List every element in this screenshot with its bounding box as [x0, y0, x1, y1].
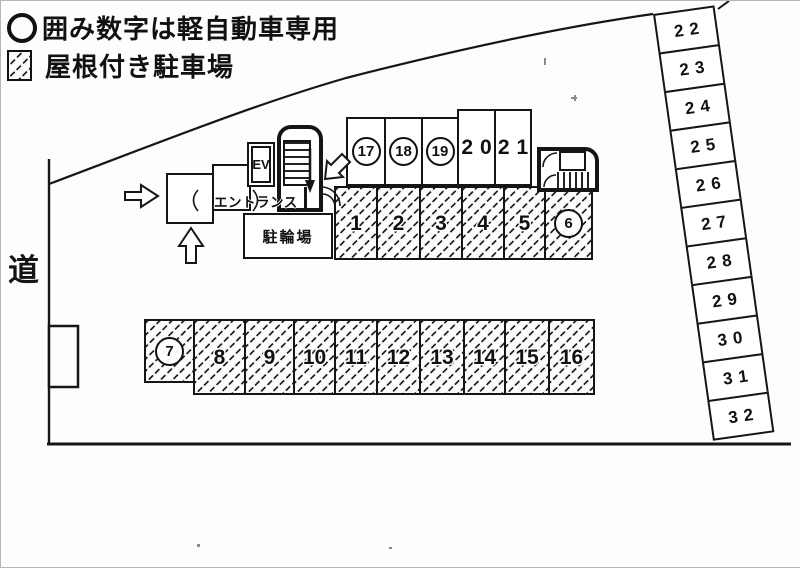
scan-speck — [574, 95, 576, 101]
space-number: 32 — [727, 404, 761, 428]
space-number: 3 — [435, 211, 447, 235]
space-number: 27 — [700, 211, 734, 235]
space-number: 22 — [672, 18, 707, 42]
parking-space-12: 12 — [376, 319, 421, 395]
space-number: 13 — [430, 345, 454, 369]
space-number: 30 — [716, 326, 750, 351]
elevator-label: EV — [251, 146, 271, 183]
parking-space-16: 16 — [548, 319, 595, 395]
parking-space-15: 15 — [504, 319, 550, 395]
legend-circled-text: 囲み数字は軽自動車専用 — [42, 14, 340, 44]
west-annex-box — [47, 324, 80, 389]
staircase-steps — [283, 140, 311, 186]
space-number: 25 — [689, 133, 723, 157]
parking-space-3: 3 — [419, 186, 463, 260]
space-number: 7 — [155, 336, 184, 366]
building-block — [166, 173, 214, 224]
parking-space-7: 7 — [144, 319, 195, 383]
space-number: 12 — [386, 345, 411, 369]
parking-space-13: 13 — [419, 319, 465, 395]
space-number: 19 — [425, 137, 455, 166]
space-number: 24 — [683, 95, 718, 119]
entry-arrow-up-icon — [177, 226, 205, 264]
space-number: 29 — [710, 288, 745, 312]
space-number: 14 — [472, 345, 497, 369]
scan-speck — [197, 544, 200, 547]
space-number: 11 — [344, 345, 368, 369]
parking-space-21: 21 — [494, 109, 532, 186]
entrance-label: エントランス — [214, 195, 298, 210]
space-number: 17 — [351, 137, 381, 166]
space-number: 28 — [705, 249, 739, 273]
scan-speck — [389, 547, 392, 549]
east-staircase-steps — [557, 172, 593, 189]
legend-covered-text: 屋根付き駐車場 — [45, 52, 235, 82]
parking-row-lower: 8 9 10 11 12 13 14 15 16 — [193, 319, 595, 395]
parking-space-20: 20 — [457, 109, 496, 186]
parking-space-1: 1 — [334, 186, 378, 260]
legend-covered-parking: 屋根付き駐車場 — [7, 47, 234, 84]
parking-space-2: 2 — [376, 186, 421, 260]
space-number: 10 — [302, 345, 327, 369]
space-number: 5 — [518, 211, 531, 235]
bicycle-parking-label: 駐輪場 — [262, 228, 314, 246]
parking-space-6: 6 — [544, 186, 593, 260]
space-number: 23 — [678, 56, 712, 80]
space-number: 26 — [694, 172, 728, 196]
parking-space-11: 11 — [334, 319, 378, 395]
space-number: 21 — [497, 136, 536, 159]
parking-space-8: 8 — [193, 319, 246, 395]
stair-landing-wall — [304, 187, 307, 208]
bicycle-parking: 駐輪場 — [243, 213, 333, 259]
space-number: 16 — [559, 345, 584, 369]
space-number: 8 — [213, 345, 226, 369]
space-number: 1 — [350, 211, 362, 235]
space-number: 9 — [263, 345, 276, 369]
scan-speck — [544, 58, 546, 65]
parking-space-4: 4 — [461, 186, 505, 260]
space-number: 2 — [392, 211, 405, 235]
space-number: 15 — [515, 345, 539, 369]
legend-circled-numbers: 囲み数字は軽自動車専用 — [7, 9, 339, 46]
space-number: 6 — [554, 208, 583, 238]
entry-arrow-right-icon — [124, 183, 160, 209]
parking-space-19: 19 — [421, 117, 459, 186]
parking-row-top: 17 18 19 20 21 — [346, 109, 532, 186]
parking-space-32: 32 — [707, 391, 775, 441]
parking-space-14: 14 — [463, 319, 506, 395]
east-boundary-line — [717, 1, 730, 10]
parking-space-5: 5 — [503, 186, 546, 260]
space-number: 18 — [389, 137, 418, 166]
parking-column-right: 22 23 24 25 26 27 28 29 30 31 32 — [653, 5, 775, 441]
space-number: 4 — [477, 211, 489, 235]
elevator-shaft: EV — [247, 142, 275, 187]
parking-space-18: 18 — [384, 117, 423, 186]
parking-row-middle: 1 2 3 4 5 6 — [334, 186, 593, 260]
parking-space-9: 9 — [244, 319, 295, 395]
hatch-swatch-icon — [7, 50, 32, 81]
road-label: 道 — [8, 253, 39, 288]
circle-symbol-icon — [7, 12, 37, 43]
east-stair-landing — [559, 151, 586, 171]
parking-space-17: 17 — [346, 117, 386, 186]
parking-space-10: 10 — [293, 319, 336, 395]
space-number: 31 — [721, 365, 755, 389]
